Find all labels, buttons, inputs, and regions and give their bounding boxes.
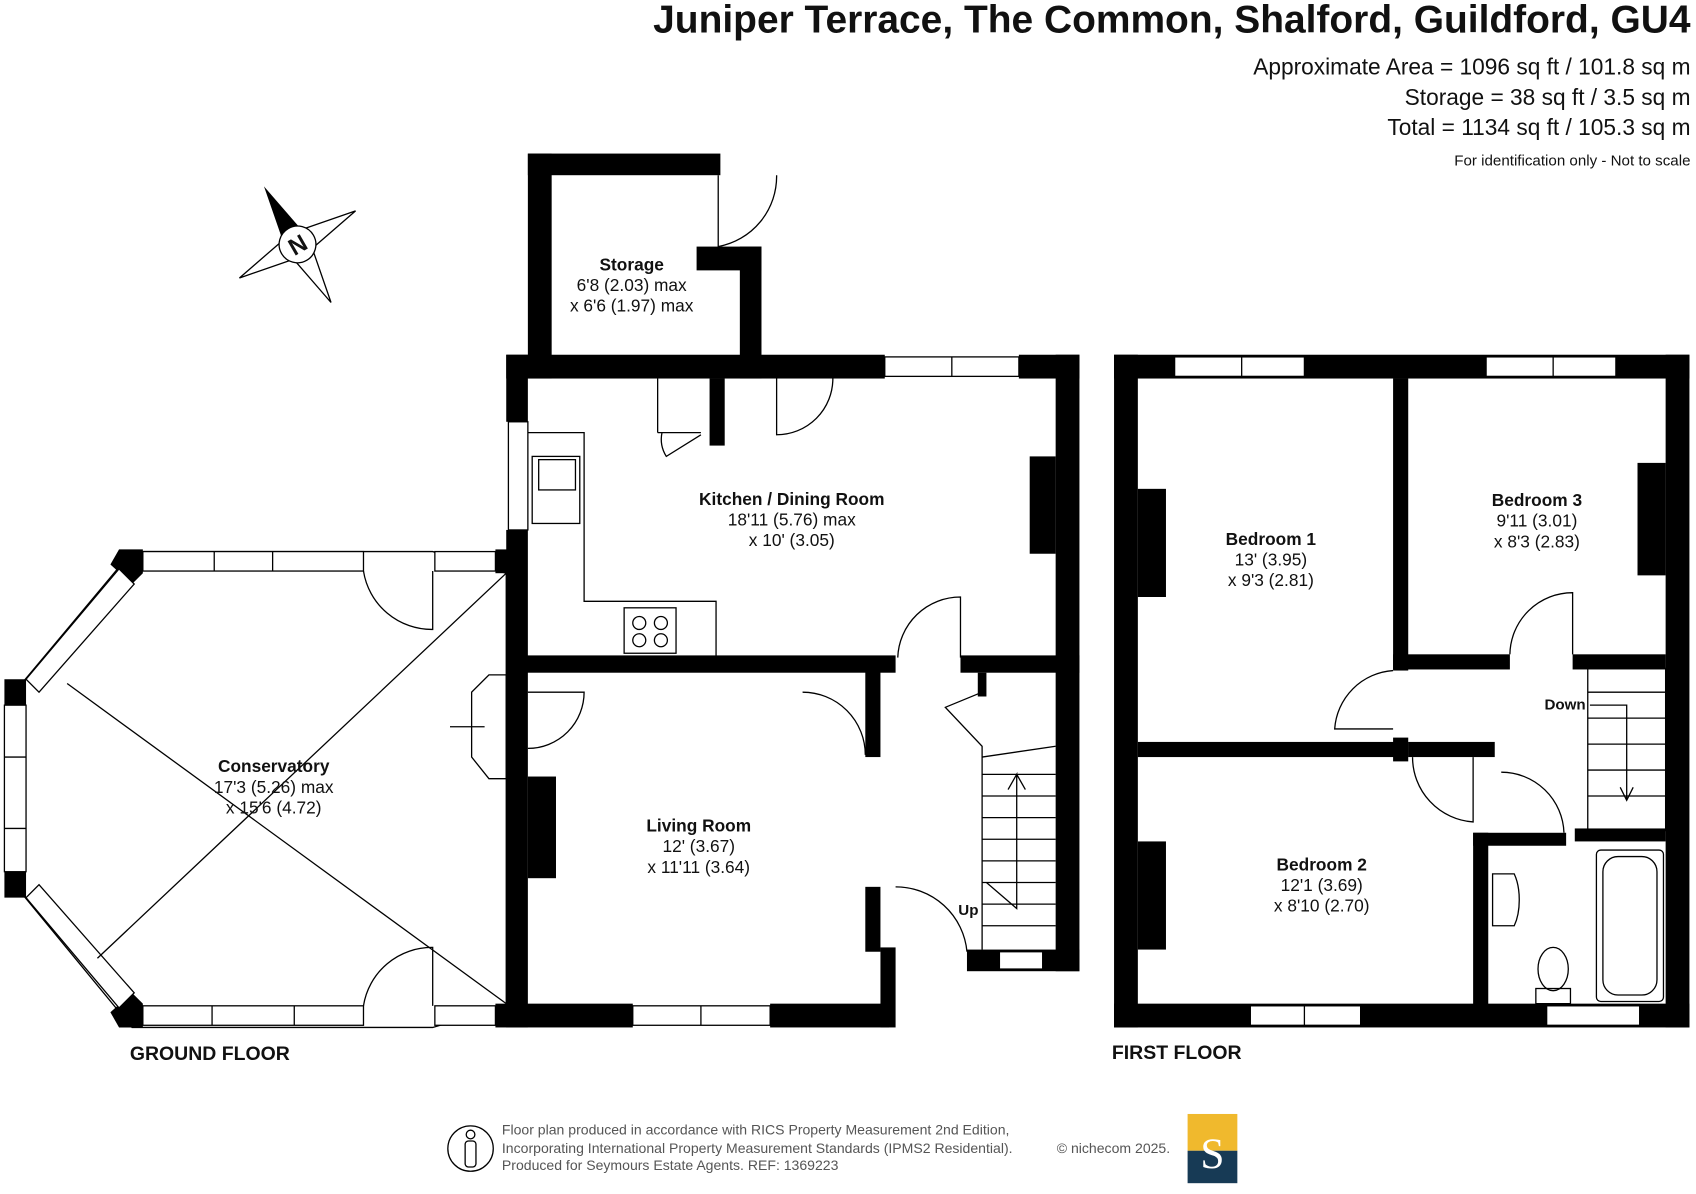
room-living: Living Room 12' (3.67) x 11'11 (3.64) xyxy=(646,816,751,877)
room-dimension: x 11'11 (3.64) xyxy=(647,857,750,877)
room-dimension: 17'3 (5.26) max xyxy=(214,777,334,797)
stairs-down-label: Down xyxy=(1545,696,1586,713)
room-dimension: x 8'3 (2.83) xyxy=(1494,531,1580,551)
footer-line-1: Floor plan produced in accordance with R… xyxy=(502,1122,1010,1138)
room-conservatory: Conservatory 17'3 (5.26) max x 15'6 (4.7… xyxy=(214,756,334,817)
room-dimension: 12' (3.67) xyxy=(662,836,735,856)
room-name: Bedroom 1 xyxy=(1226,529,1317,549)
compass-icon: N xyxy=(239,186,357,303)
footer-line-2: Incorporating International Property Mea… xyxy=(502,1140,1013,1156)
approx-area: Approximate Area = 1096 sq ft / 101.8 sq… xyxy=(1253,54,1690,80)
storage-area: Storage = 38 sq ft / 3.5 sq m xyxy=(1405,84,1691,110)
room-dimension: x 9'3 (2.81) xyxy=(1228,570,1314,590)
seymours-logo: S xyxy=(1187,1113,1238,1184)
person-icon xyxy=(447,1125,494,1172)
total-area: Total = 1134 sq ft / 105.3 sq m xyxy=(1387,114,1690,140)
room-bedroom-2: Bedroom 2 12'1 (3.69) x 8'10 (2.70) xyxy=(1274,855,1370,916)
first-floor-label: FIRST FLOOR xyxy=(1112,1042,1242,1064)
room-dimension: x 6'6 (1.97) max xyxy=(570,295,694,315)
room-dimension: 13' (3.95) xyxy=(1235,550,1308,570)
room-name: Storage xyxy=(599,254,664,274)
disclaimer: For identification only - Not to scale xyxy=(1454,152,1690,169)
room-name: Bedroom 3 xyxy=(1492,490,1582,510)
room-name: Kitchen / Dining Room xyxy=(699,489,884,509)
stairs-up-label: Up xyxy=(958,902,978,919)
room-storage: Storage 6'8 (2.03) max x 6'6 (1.97) max xyxy=(570,254,694,315)
ground-floor-plan: Up xyxy=(3,153,1080,1029)
room-kitchen-dining: Kitchen / Dining Room 18'11 (5.76) max x… xyxy=(699,489,884,550)
footer-line-3: Produced for Seymours Estate Agents. REF… xyxy=(502,1157,839,1173)
room-name: Living Room xyxy=(646,816,751,836)
room-dimension: 6'8 (2.03) max xyxy=(577,275,687,295)
room-dimension: x 10' (3.05) xyxy=(749,530,835,550)
first-floor-plan: Down xyxy=(1114,354,1690,1028)
room-dimension: x 8'10 (2.70) xyxy=(1274,896,1370,916)
room-bedroom-1: Bedroom 1 13' (3.95) x 9'3 (2.81) xyxy=(1226,529,1317,590)
room-dimension: 12'1 (3.69) xyxy=(1281,875,1363,895)
room-name: Bedroom 2 xyxy=(1277,855,1367,875)
room-dimension: x 15'6 (4.72) xyxy=(226,797,322,817)
footer-copyright: © nichecom 2025. xyxy=(1057,1140,1170,1156)
room-name: Conservatory xyxy=(218,756,330,776)
property-title: Juniper Terrace, The Common, Shalford, G… xyxy=(653,0,1691,41)
ground-floor-label: GROUND FLOOR xyxy=(130,1043,290,1065)
logo-letter: S xyxy=(1200,1130,1224,1178)
room-dimension: 18'11 (5.76) max xyxy=(728,510,856,530)
room-bedroom-3: Bedroom 3 9'11 (3.01) x 8'3 (2.83) xyxy=(1492,490,1582,551)
room-dimension: 9'11 (3.01) xyxy=(1496,511,1577,531)
